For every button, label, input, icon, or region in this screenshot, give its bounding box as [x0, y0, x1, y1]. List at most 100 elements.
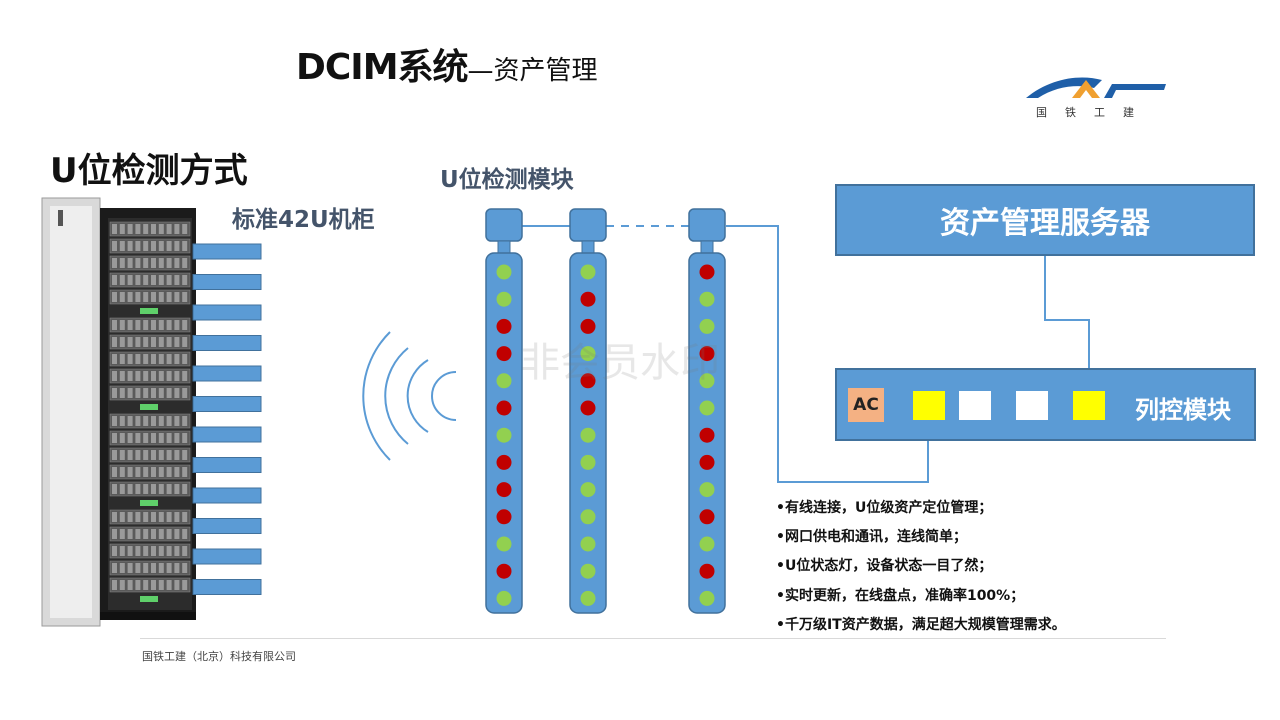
status-led-red — [699, 346, 715, 362]
status-led-green — [580, 454, 596, 470]
server-status-light — [140, 596, 158, 602]
drive-bay — [112, 275, 117, 285]
drive-bay — [112, 241, 117, 251]
status-led-red — [496, 318, 512, 334]
status-led-green — [580, 563, 596, 579]
status-led-green — [699, 590, 715, 606]
drive-bay — [135, 580, 141, 590]
status-led-red — [580, 291, 596, 307]
footer-company-name: 国铁工建（北京）科技有限公司 — [142, 650, 296, 663]
controller-slot-4 — [1073, 391, 1105, 420]
u-position-strip — [688, 208, 726, 614]
status-led-green — [580, 427, 596, 443]
drive-bay — [127, 512, 133, 522]
drive-bay — [112, 292, 117, 302]
feature-item: •有线连接，U位级资产定位管理； — [776, 500, 993, 516]
drive-bay — [135, 258, 141, 268]
drive-bay — [182, 258, 188, 268]
drive-bay — [182, 388, 188, 398]
cabinet-sensor-tab — [192, 274, 262, 290]
drive-bay — [166, 241, 172, 251]
status-led-red — [496, 509, 512, 525]
drive-bay — [151, 388, 156, 398]
drive-bay — [135, 241, 141, 251]
drive-bay — [151, 529, 156, 539]
status-led-green — [699, 291, 715, 307]
drive-bay — [182, 450, 188, 460]
feature-item: •网口供电和通讯，连线简单； — [776, 529, 967, 546]
status-led-green — [699, 536, 715, 552]
drive-bay — [151, 416, 156, 426]
drive-bay — [127, 275, 133, 285]
drive-bay — [166, 484, 172, 494]
server-cabinet — [41, 197, 196, 627]
drive-bay — [119, 512, 125, 522]
watermark: 非会员水印 — [520, 340, 720, 386]
drive-bay — [151, 546, 156, 556]
status-led-red — [580, 318, 596, 334]
drive-bay — [112, 580, 117, 590]
drive-bay — [119, 450, 125, 460]
status-led-red — [699, 427, 715, 443]
status-led-green — [580, 536, 596, 552]
drive-bay — [166, 563, 172, 573]
cabinet-sensor-tab — [192, 548, 262, 565]
cabinet-sensor-tab — [192, 396, 262, 412]
title-main: DCIM系统 — [296, 47, 469, 88]
drive-bay — [182, 512, 188, 522]
status-led-green — [699, 400, 715, 416]
strip-head — [688, 208, 726, 242]
cabinet-door-panel — [50, 206, 92, 618]
drive-bay — [135, 416, 141, 426]
wire-controller-server — [1044, 256, 1090, 368]
drive-bay — [182, 529, 188, 539]
drive-bay — [166, 467, 172, 477]
cabinet-sensor-tab — [192, 487, 262, 504]
drive-bay — [158, 450, 164, 460]
drive-bay — [127, 241, 133, 251]
drive-bay — [166, 275, 172, 285]
drive-bay — [135, 292, 141, 302]
server-status-light — [140, 404, 158, 410]
drive-bay — [151, 580, 156, 590]
page-title: DCIM系统—资产管理 — [296, 38, 598, 90]
drive-bay — [158, 258, 164, 268]
drive-bay — [119, 416, 125, 426]
drive-bay — [135, 512, 141, 522]
drive-bay — [135, 371, 141, 381]
status-led-red — [496, 563, 512, 579]
drive-bay — [143, 275, 149, 285]
drive-bay — [158, 484, 164, 494]
drive-bay — [143, 546, 149, 556]
drive-bay — [151, 467, 156, 477]
cabinet-sensor-tab — [192, 518, 262, 534]
drive-bay — [174, 529, 180, 539]
server-status-light — [140, 500, 158, 506]
status-led-red — [496, 482, 512, 498]
cabinet-sensor-tab — [192, 304, 262, 321]
drive-bay — [127, 546, 133, 556]
logo-bar-shape — [1104, 84, 1166, 98]
drive-bay — [127, 450, 133, 460]
logo-swoosh-shape — [1026, 77, 1102, 98]
drive-bay — [112, 546, 117, 556]
ac-badge: AC — [848, 388, 884, 422]
drive-bay — [127, 484, 133, 494]
drive-bay — [158, 292, 164, 302]
drive-bay — [182, 292, 188, 302]
drive-bay — [143, 416, 149, 426]
drive-bay — [166, 354, 172, 364]
status-led-red — [496, 346, 512, 362]
drive-bay — [166, 371, 172, 381]
drive-bay — [158, 546, 164, 556]
drive-bay — [127, 354, 133, 364]
drive-bay — [112, 320, 117, 330]
drive-bay — [151, 484, 156, 494]
drive-bay — [158, 224, 164, 234]
drive-bay — [143, 388, 149, 398]
drive-bay — [127, 292, 133, 302]
footer-divider — [140, 638, 1166, 639]
status-led-red — [496, 400, 512, 416]
cabinet-label: 标准42U机柜 — [232, 207, 375, 233]
